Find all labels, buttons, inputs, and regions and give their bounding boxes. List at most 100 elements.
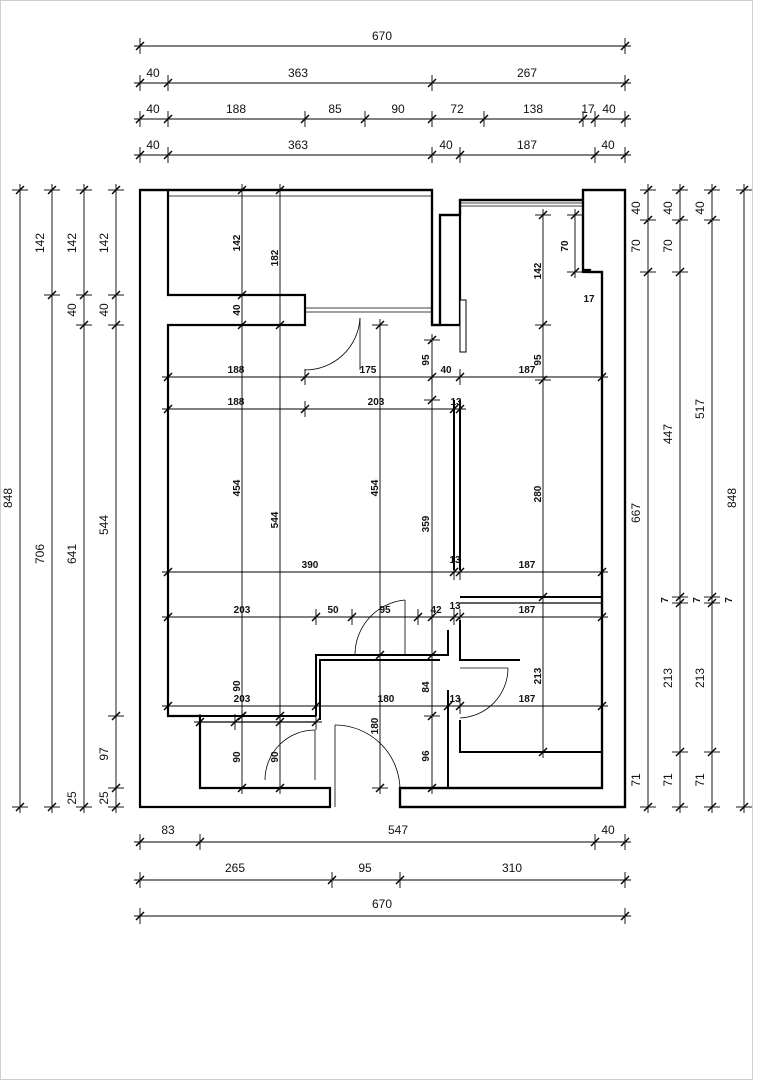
bottom-dimensions: 83 547 40 265 95 310 670 bbox=[161, 823, 615, 911]
bottom-1-b: 547 bbox=[388, 823, 408, 837]
interior-vertical-dimensions: 142 182 40 95 95 142 70 17 454 544 454 3… bbox=[232, 234, 595, 762]
doors bbox=[264, 317, 509, 807]
bottom-2-b: 95 bbox=[358, 861, 372, 875]
ih-42: 42 bbox=[430, 605, 442, 616]
ih-203-a: 203 bbox=[368, 397, 385, 408]
top-wall-left bbox=[168, 188, 583, 327]
bottom-1-a: 83 bbox=[161, 823, 175, 837]
iv-213: 213 bbox=[533, 667, 544, 684]
bottom-3-total: 670 bbox=[372, 897, 392, 911]
outer-right-outline bbox=[398, 188, 627, 809]
bottom-2-c: 310 bbox=[502, 861, 522, 875]
ih-188-b: 188 bbox=[228, 397, 245, 408]
right-40-a: 40 bbox=[629, 201, 643, 215]
right-70-a: 70 bbox=[629, 239, 643, 253]
left-848: 848 bbox=[1, 488, 15, 508]
door-arc-3 bbox=[459, 667, 509, 719]
right-848: 848 bbox=[725, 488, 739, 508]
top-dimensions: 670 40 363 267 40 188 85 90 72 138 17 40… bbox=[146, 29, 616, 152]
ih-187-b: 187 bbox=[519, 560, 536, 571]
right-447: 447 bbox=[661, 424, 675, 444]
interior-horizontal-dimensions: 188 175 40 187 188 203 13 390 13 187 203… bbox=[228, 365, 536, 705]
right-213-b: 213 bbox=[693, 668, 707, 688]
bathroom-wall-right bbox=[459, 620, 602, 753]
door-arc-5 bbox=[334, 724, 401, 791]
ih-175: 175 bbox=[360, 365, 377, 376]
left-142-a: 142 bbox=[33, 233, 47, 253]
iv-454-b: 454 bbox=[370, 479, 381, 496]
outer-wall bbox=[140, 188, 627, 809]
iv-182: 182 bbox=[270, 249, 281, 266]
right-70-b: 70 bbox=[661, 239, 675, 253]
door-arc-2 bbox=[354, 599, 406, 656]
ih-188-a: 188 bbox=[228, 365, 245, 376]
right-7-b: 7 bbox=[692, 597, 703, 603]
left-40-b: 40 bbox=[97, 303, 111, 317]
iv-142-a: 142 bbox=[232, 234, 243, 251]
door-arc-1 bbox=[304, 317, 361, 371]
right-213-a: 213 bbox=[661, 668, 675, 688]
left-142-c: 142 bbox=[97, 233, 111, 253]
iv-96: 96 bbox=[421, 750, 432, 762]
top-3-c: 85 bbox=[328, 102, 342, 116]
left-97: 97 bbox=[97, 747, 111, 761]
iv-95-a: 95 bbox=[421, 354, 432, 366]
column bbox=[459, 299, 467, 353]
dimension-lines bbox=[12, 38, 752, 924]
bottom-1-c: 40 bbox=[601, 823, 615, 837]
ih-13-a: 13 bbox=[450, 397, 462, 408]
iv-90-b: 90 bbox=[232, 751, 243, 763]
right-7-a: 7 bbox=[660, 597, 671, 603]
top-3-f: 138 bbox=[523, 102, 543, 116]
iv-40: 40 bbox=[232, 304, 243, 316]
top-4-b: 363 bbox=[288, 138, 308, 152]
right-71-c: 71 bbox=[693, 773, 707, 787]
top-3-h: 40 bbox=[602, 102, 616, 116]
left-142-b: 142 bbox=[65, 233, 79, 253]
iv-180: 180 bbox=[370, 717, 381, 734]
walls bbox=[138, 188, 627, 809]
left-706: 706 bbox=[33, 544, 47, 564]
ih-203-c: 203 bbox=[234, 694, 251, 705]
right-667: 667 bbox=[629, 503, 643, 523]
iv-454-a: 454 bbox=[232, 479, 243, 496]
right-40-c: 40 bbox=[693, 201, 707, 215]
top-3-d: 90 bbox=[391, 102, 405, 116]
bottom-2-a: 265 bbox=[225, 861, 245, 875]
right-40-b: 40 bbox=[661, 201, 675, 215]
ih-13-c: 13 bbox=[449, 601, 461, 612]
ih-180: 180 bbox=[378, 694, 395, 705]
ih-13-b: 13 bbox=[449, 555, 461, 566]
top-2-c: 267 bbox=[517, 66, 537, 80]
ih-40: 40 bbox=[440, 365, 452, 376]
left-25-a: 25 bbox=[65, 791, 79, 805]
top-3-b: 188 bbox=[226, 102, 246, 116]
left-641: 641 bbox=[65, 544, 79, 564]
ih-390: 390 bbox=[302, 560, 319, 571]
ih-187-d: 187 bbox=[519, 694, 536, 705]
left-40-a: 40 bbox=[65, 303, 79, 317]
iv-359: 359 bbox=[421, 515, 432, 532]
right-dimensions: 40 40 40 70 70 667 447 517 848 213 213 7… bbox=[629, 201, 739, 787]
iv-84: 84 bbox=[421, 681, 432, 693]
iv-90-c: 90 bbox=[270, 751, 281, 763]
right-517: 517 bbox=[693, 399, 707, 419]
left-25-b: 25 bbox=[97, 791, 111, 805]
top-2-a: 40 bbox=[146, 66, 160, 80]
ih-187-a: 187 bbox=[519, 365, 536, 376]
iv-142-b: 142 bbox=[533, 262, 544, 279]
right-7-c: 7 bbox=[724, 597, 735, 603]
right-71-a: 71 bbox=[629, 773, 643, 787]
top-3-a: 40 bbox=[146, 102, 160, 116]
iv-544: 544 bbox=[270, 511, 281, 528]
ih-95: 95 bbox=[379, 605, 391, 616]
iv-17: 17 bbox=[583, 294, 595, 305]
iv-280: 280 bbox=[533, 485, 544, 502]
top-3-e: 72 bbox=[450, 102, 464, 116]
top-1-total: 670 bbox=[372, 29, 392, 43]
iv-95-b: 95 bbox=[533, 354, 544, 366]
left-dimensions: 848 706 641 544 142 142 142 40 40 97 25 … bbox=[1, 233, 111, 805]
ih-50: 50 bbox=[327, 605, 339, 616]
top-4-e: 40 bbox=[601, 138, 615, 152]
top-4-d: 187 bbox=[517, 138, 537, 152]
